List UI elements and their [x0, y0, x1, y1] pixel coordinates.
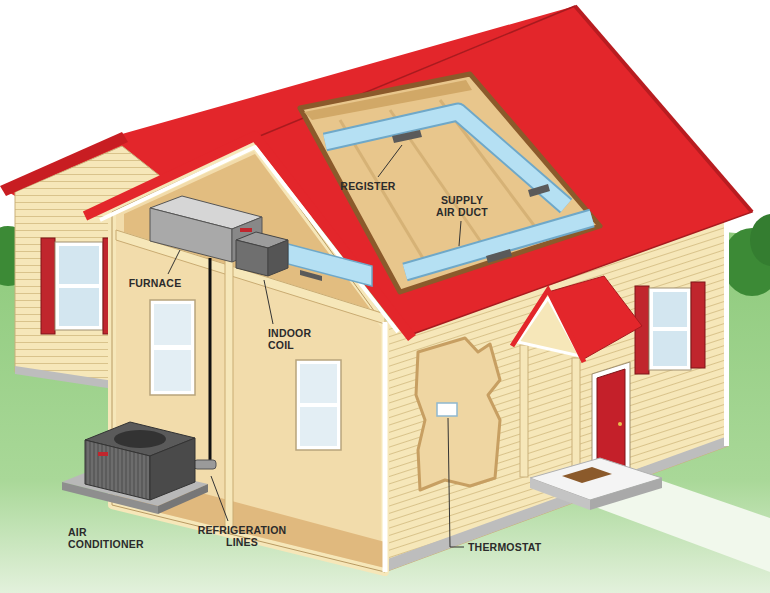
register [392, 130, 550, 263]
furnace [240, 228, 252, 232]
porch [590, 478, 662, 510]
porch [518, 298, 580, 356]
indoor-coil [288, 244, 372, 286]
trees [750, 214, 770, 266]
leader-line [448, 418, 464, 547]
right-window [649, 288, 691, 370]
air-conditioner [98, 452, 108, 456]
right-window [653, 292, 687, 327]
back-wing [59, 288, 99, 326]
supply-air-duct [325, 112, 566, 206]
porch [618, 422, 622, 426]
air-conditioner [62, 422, 208, 514]
front-gable [296, 360, 341, 450]
front-gable [300, 407, 337, 446]
register [392, 130, 422, 143]
part-label: FURNACE [120, 277, 190, 289]
front-gable [225, 260, 233, 532]
back-wing [41, 238, 55, 334]
leader-line [378, 145, 402, 177]
leader-line [168, 250, 180, 274]
right-window [635, 282, 705, 374]
front-gable [100, 147, 398, 332]
front-gable [154, 350, 191, 391]
supply-air-duct [325, 112, 566, 206]
register [486, 249, 512, 263]
front-gable [154, 304, 191, 345]
indoor-coil [236, 232, 372, 286]
part-label: REFRIGERATION LINES [194, 524, 290, 548]
front-gable [85, 136, 412, 338]
part-label: REGISTER [333, 180, 403, 192]
right-facade [724, 214, 729, 446]
refrigeration-lines [194, 258, 216, 469]
part-label: INDOOR COIL [268, 327, 318, 351]
refrigeration-lines [194, 460, 216, 469]
indoor-coil [300, 270, 322, 281]
indoor-coil [268, 240, 288, 276]
porch [512, 290, 584, 362]
refrigeration-lines [198, 258, 210, 466]
front-gable [383, 322, 388, 572]
thermostat-cutaway [437, 403, 457, 416]
indoor-coil [236, 240, 268, 276]
right-window [691, 282, 705, 368]
supply-air-duct [405, 218, 592, 272]
furnace [150, 208, 232, 262]
air-conditioner [85, 440, 150, 500]
leader-line [459, 221, 461, 246]
porch [520, 345, 528, 477]
part-label: SUPPLY AIR DUCT [433, 194, 491, 218]
main-roof [575, 6, 752, 212]
back-wing [55, 242, 103, 330]
porch [562, 467, 612, 483]
leader-line [264, 280, 273, 324]
right-window [653, 331, 687, 366]
supply-air-duct [405, 218, 592, 272]
air-conditioner [114, 430, 166, 448]
porch [572, 358, 580, 482]
porch [530, 478, 590, 510]
back-wing [59, 246, 99, 284]
leader-line [211, 476, 228, 521]
front-gable [300, 364, 337, 403]
supply-air-duct [325, 112, 592, 272]
front-gable [150, 300, 195, 395]
part-label: THERMOSTAT [468, 541, 558, 553]
back-wing [0, 132, 128, 196]
part-label: AIR CONDITIONER [68, 526, 150, 550]
register [528, 184, 550, 197]
porch [512, 276, 662, 510]
leader-line [168, 145, 464, 547]
air-conditioner [150, 438, 195, 500]
right-window [635, 286, 649, 374]
thermostat-cutaway [416, 338, 500, 490]
thermostat-cutaway [416, 338, 500, 490]
